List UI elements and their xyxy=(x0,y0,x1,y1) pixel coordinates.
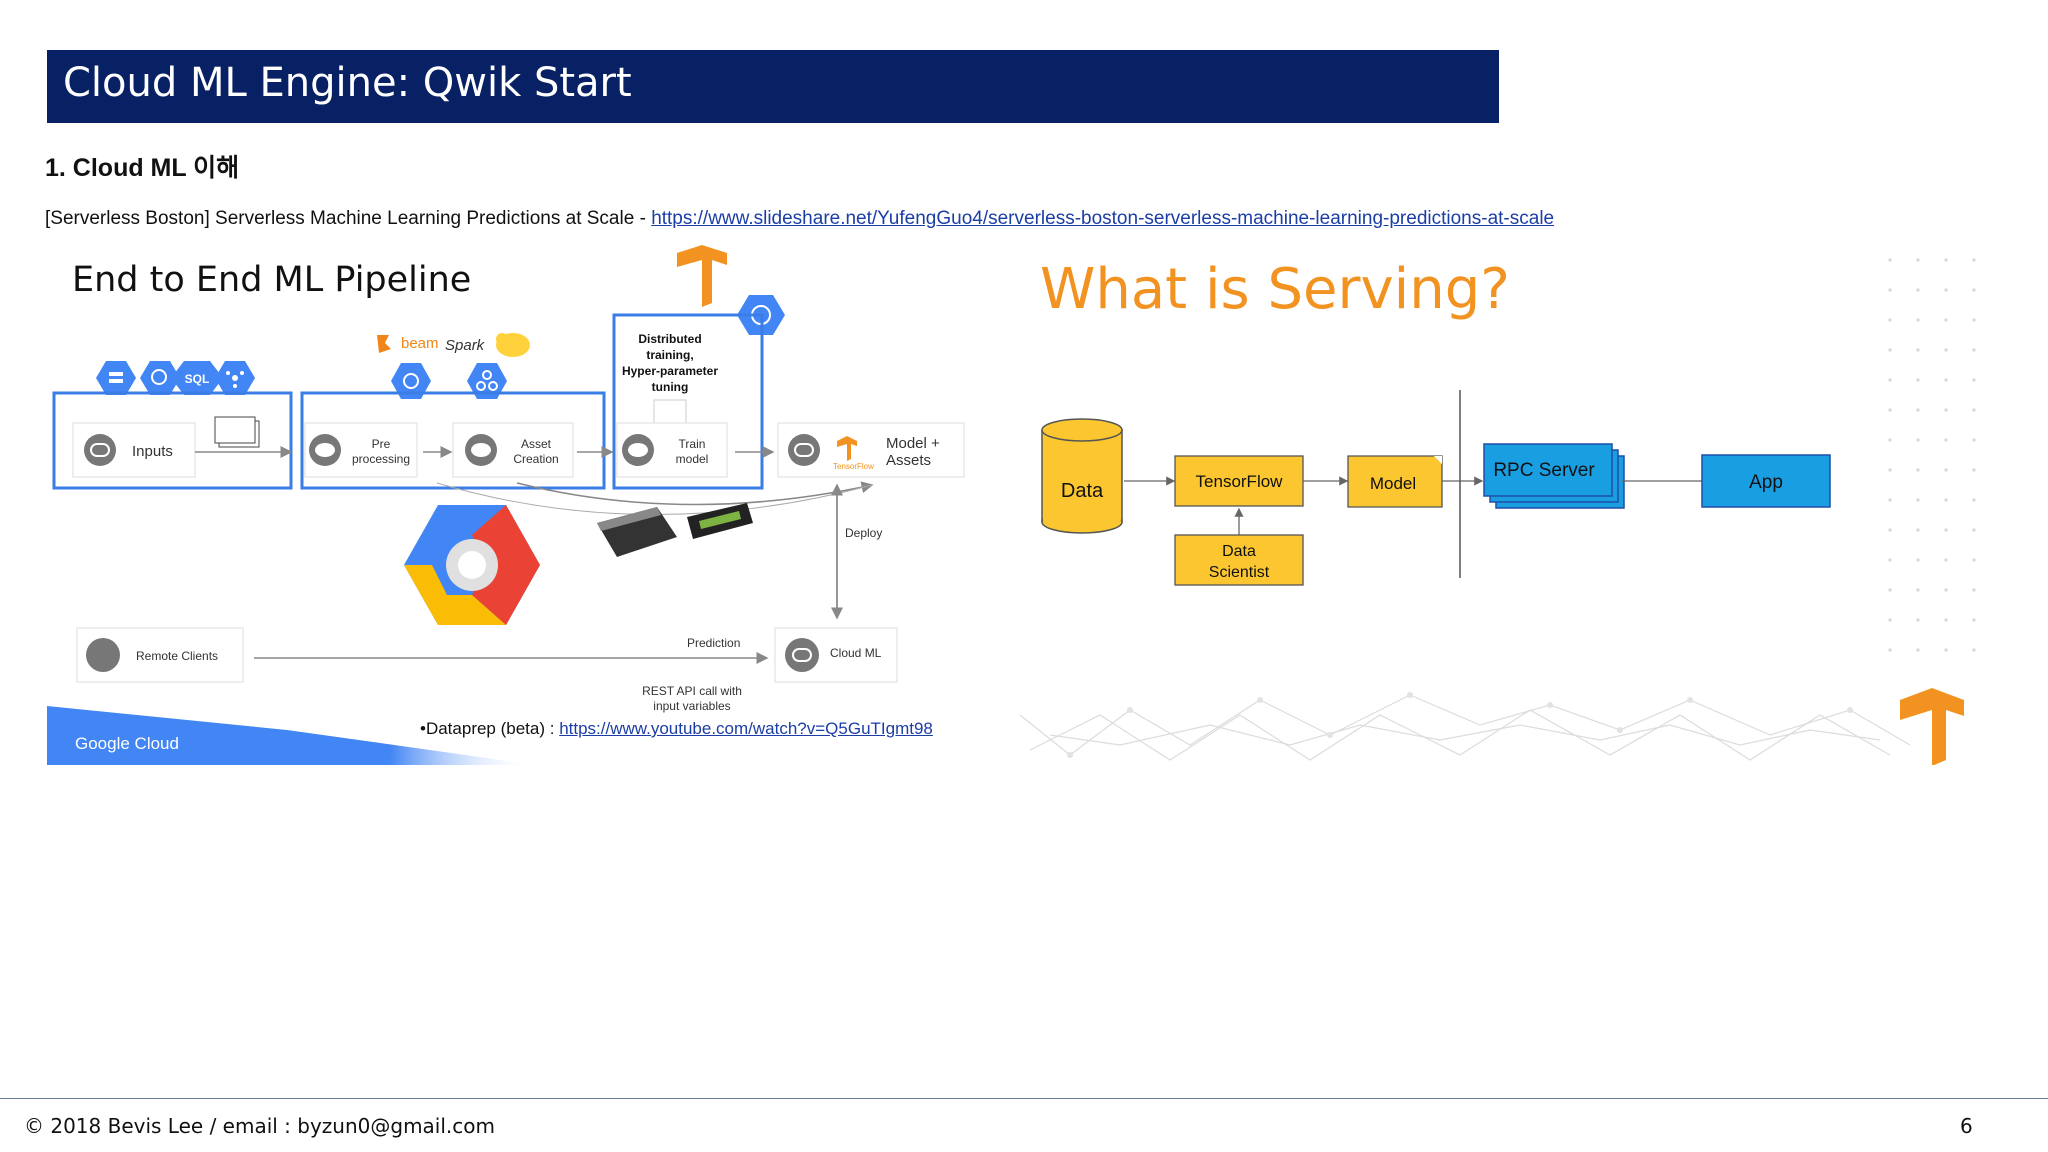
gpu-card-icon xyxy=(687,503,753,539)
serving-title: What is Serving? xyxy=(1040,257,1510,322)
rpc-server-label: RPC Server xyxy=(1493,460,1595,481)
distributed-label-4: tuning xyxy=(652,380,689,394)
distributed-label-3: Hyper-parameter xyxy=(622,364,718,378)
pipeline-slide: End to End ML Pipeline SQL xyxy=(47,245,967,765)
dataprep-link[interactable]: https://www.youtube.com/watch?v=Q5GuTIgm… xyxy=(559,719,933,738)
section-heading: 1. Cloud ML 이해 xyxy=(45,154,240,182)
app-node: App xyxy=(1701,454,1831,508)
tensorflow-corner-logo-icon xyxy=(1900,688,1964,765)
train-model-label-1: Train xyxy=(679,437,706,451)
training-group-frame xyxy=(612,313,764,490)
sql-label: SQL xyxy=(185,372,210,386)
sql-hex-icon: SQL xyxy=(171,361,223,395)
model-assets-node: TensorFlow Model + Assets xyxy=(777,422,965,478)
google-cloud-label: Google Cloud xyxy=(75,734,179,753)
reference-link[interactable]: https://www.slideshare.net/YufengGuo4/se… xyxy=(651,208,1555,229)
dataprep-prefix: •Dataprep (beta) : xyxy=(420,719,560,738)
data-scientist-node: Data Scientist xyxy=(1174,534,1304,586)
tensorflow-small-icon xyxy=(837,436,857,461)
preprocessing-label-1: Pre xyxy=(372,437,391,451)
documents-icon xyxy=(214,416,260,448)
rest-api-label-2: input variables xyxy=(653,699,730,713)
bigquery-hex-icon xyxy=(140,361,180,395)
data-scientist-label-2: Scientist xyxy=(1209,564,1270,581)
cloud-ml-label: Cloud ML xyxy=(830,646,882,660)
google-cloud-hex-logo xyxy=(404,505,540,625)
model-assets-label-2: Assets xyxy=(886,452,931,469)
tensorflow-node: TensorFlow xyxy=(1174,455,1304,507)
beam-label: beam xyxy=(401,335,439,352)
model-assets-label-1: Model + xyxy=(886,435,940,452)
tpu-chip-icon xyxy=(597,507,677,557)
page-number: 6 xyxy=(1960,1114,1973,1138)
slide-title-bar: Cloud ML Engine: Qwik Start xyxy=(47,50,1499,123)
footer-rule xyxy=(0,1098,2048,1099)
model-node: Model xyxy=(1347,455,1443,508)
serving-diagram: Data TensorFlow Data Scientist Model RPC… xyxy=(1019,258,1976,765)
pipeline-title: End to End ML Pipeline xyxy=(72,260,472,300)
data-scientist-label-1: Data xyxy=(1222,543,1256,560)
data-store-node: Data xyxy=(1041,418,1123,534)
cloud-ml-node: Cloud ML xyxy=(774,627,898,683)
inputs-node: Inputs xyxy=(72,422,196,478)
distributed-label-1: Distributed xyxy=(638,332,701,346)
network-mesh-decoration xyxy=(1019,694,1911,761)
tensorflow-small-label: TensorFlow xyxy=(833,462,874,471)
rest-api-label-1: REST API call with xyxy=(642,684,742,698)
slide-title: Cloud ML Engine: Qwik Start xyxy=(63,60,632,106)
inputs-label: Inputs xyxy=(132,443,173,460)
deploy-label: Deploy xyxy=(845,526,882,540)
data-label: Data xyxy=(1061,480,1104,502)
dataflow-hex-icon xyxy=(391,363,431,399)
model-label: Model xyxy=(1370,474,1416,493)
train-model-node: Train model xyxy=(616,422,728,478)
pipeline-diagram: SQL beam Spark xyxy=(47,245,965,765)
pubsub-hex-icon xyxy=(215,361,255,395)
asset-creation-node: Asset Creation xyxy=(452,422,574,478)
remote-clients-label: Remote Clients xyxy=(136,649,218,663)
storage-hex-icon xyxy=(96,361,136,395)
prediction-label: Prediction xyxy=(687,636,740,650)
serving-slide: What is Serving? xyxy=(1010,245,2000,765)
asset-creation-label-1: Asset xyxy=(521,437,552,451)
spark-label: Spark xyxy=(445,337,486,354)
google-cloud-band xyxy=(47,706,537,765)
tensorflow-logo-icon xyxy=(677,245,727,307)
preprocessing-label-2: processing xyxy=(352,452,410,466)
remote-clients-node: Remote Clients xyxy=(76,627,244,683)
app-label: App xyxy=(1749,472,1783,493)
hadoop-elephant-icon xyxy=(496,333,530,357)
reference-line: [Serverless Boston] Serverless Machine L… xyxy=(45,208,1554,230)
network-mesh-nodes xyxy=(1067,692,1853,758)
dot-grid-decoration xyxy=(1888,258,1976,652)
reference-prefix: [Serverless Boston] Serverless Machine L… xyxy=(45,208,652,229)
train-model-label-2: model xyxy=(676,452,709,466)
beam-logo-icon: beam xyxy=(377,335,439,353)
footer-copyright: © 2018 Bevis Lee / email : byzun0@gmail.… xyxy=(24,1114,495,1138)
tensorflow-label: TensorFlow xyxy=(1196,472,1284,491)
rpc-server-node: RPC Server xyxy=(1483,443,1625,509)
dataproc-hex-icon xyxy=(467,363,507,399)
asset-creation-label-2: Creation xyxy=(513,452,558,466)
distributed-label-2: training, xyxy=(646,348,693,362)
preprocessing-node: Pre processing xyxy=(304,422,418,478)
inputs-group-frame xyxy=(52,391,293,490)
dataprep-line: •Dataprep (beta) : https://www.youtube.c… xyxy=(420,719,933,739)
